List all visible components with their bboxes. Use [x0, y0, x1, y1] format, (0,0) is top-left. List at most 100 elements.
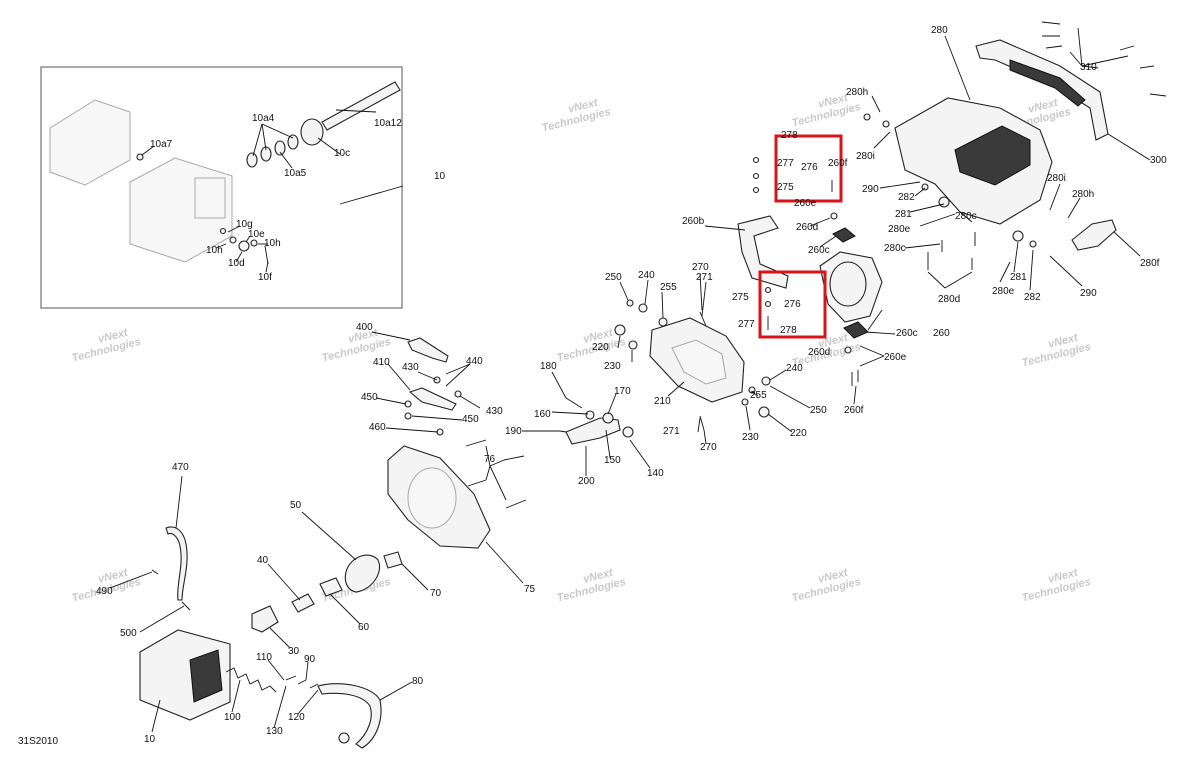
- callout-label: 50: [290, 500, 302, 511]
- screws-280c: [927, 232, 976, 270]
- washer-282: [1029, 240, 1037, 248]
- washer-240: [638, 303, 648, 313]
- callout-label: 30: [288, 646, 300, 657]
- callout-label: 10e: [248, 229, 265, 240]
- screw-280h: [882, 120, 890, 128]
- callout-label: 255: [750, 390, 767, 401]
- callout-label: 255: [660, 282, 677, 293]
- callout-label: 271: [696, 272, 713, 283]
- washer-275: [752, 186, 760, 194]
- callout-label: 280h: [846, 87, 868, 98]
- washer-10h: [229, 236, 237, 244]
- housing-75-assembly: [387, 439, 527, 549]
- ring-70: [383, 551, 403, 569]
- callout-label: 270: [700, 442, 717, 453]
- washer-260d: [844, 346, 852, 354]
- callout-label: 260c: [896, 328, 918, 339]
- callout-label: 90: [304, 654, 316, 665]
- callout-label: 120: [288, 712, 305, 723]
- housing-260-bore: [829, 261, 867, 307]
- callout-label: 200: [578, 476, 595, 487]
- callout-label: 280c: [884, 243, 906, 254]
- callout-label: 460: [369, 422, 386, 433]
- o-ring-10a5: [246, 152, 258, 168]
- callout-label: 490: [96, 586, 113, 597]
- lever-150: [565, 417, 621, 445]
- bolts-76: [465, 439, 527, 509]
- callout-label: 280i: [856, 151, 875, 162]
- callout-label: 10g: [236, 219, 253, 230]
- washer-275: [764, 286, 772, 294]
- callout-label: 280c: [955, 211, 977, 222]
- cable-470: [165, 526, 188, 601]
- inset-cover: [194, 177, 226, 219]
- callout-label: 280: [931, 25, 948, 36]
- callout-label: 10: [434, 171, 446, 182]
- callout-label: 280h: [1072, 189, 1094, 200]
- callout-label: 280d: [938, 294, 960, 305]
- o-ring-10a7: [136, 153, 144, 161]
- clamp-120: [338, 732, 350, 744]
- pin-10g: [219, 227, 227, 235]
- o-ring-10a4: [274, 140, 286, 156]
- fastener-detail: [752, 156, 833, 330]
- callout-label: 278: [780, 325, 797, 336]
- callout-label: 260f: [828, 158, 848, 169]
- washer-255: [658, 317, 668, 327]
- callout-label: 76: [484, 454, 496, 465]
- callout-label: 278: [781, 130, 798, 141]
- highlight-box-lower: [758, 270, 827, 339]
- screw-280h: [863, 113, 871, 121]
- callout-label: 270: [692, 262, 709, 273]
- handle-300: [975, 39, 1109, 141]
- callout-label: 10h: [264, 238, 281, 249]
- callout-label: 400: [356, 322, 373, 333]
- callout-label: 430: [402, 362, 419, 373]
- callout-label: 10d: [228, 258, 245, 269]
- ring-60: [319, 577, 343, 597]
- bracket-260b: [737, 215, 789, 289]
- washer-255: [748, 386, 756, 394]
- highlight-box-upper: [774, 134, 843, 203]
- callout-label: 275: [732, 292, 749, 303]
- bushing-30: [251, 605, 279, 633]
- washer-260d: [830, 212, 838, 220]
- housing-10-cover: [189, 649, 223, 703]
- callout-label: 10a7: [150, 139, 173, 150]
- callout-label: 10c: [334, 148, 350, 159]
- callout-label: 280f: [1140, 258, 1160, 269]
- cover-280-rib: [954, 125, 1031, 186]
- bushing-220: [758, 406, 770, 418]
- callout-label: 282: [1024, 292, 1041, 303]
- clips-490-500: [151, 569, 191, 611]
- callout-label: 240: [786, 363, 803, 374]
- callout-label: 10a5: [284, 168, 307, 179]
- inset-housing-back: [49, 99, 131, 186]
- cover-assembly: [863, 21, 1167, 270]
- o-ring-10a4: [287, 134, 299, 150]
- inset-detail-box: [40, 66, 403, 309]
- frame-210-inner: [671, 339, 727, 385]
- spring-100: [225, 667, 277, 693]
- callout-label: 250: [605, 272, 622, 283]
- callout-label: 450: [361, 392, 378, 403]
- callout-label: 260e: [884, 352, 907, 363]
- screws-310: [1041, 21, 1167, 97]
- diagram-code: 31S2010: [18, 736, 58, 747]
- callout-label: 160: [534, 409, 551, 420]
- callout-label: 260: [933, 328, 950, 339]
- callout-label: 240: [638, 270, 655, 281]
- callout-label: 130: [266, 726, 283, 737]
- washer-282: [921, 183, 929, 191]
- bolts-180-190-200: [559, 397, 587, 456]
- callout-label: 40: [257, 555, 269, 566]
- callout-label: 10a12: [374, 118, 402, 129]
- washer-450: [404, 412, 412, 420]
- callout-label: 290: [862, 184, 879, 195]
- callout-label: 410: [373, 357, 390, 368]
- washer-276: [764, 300, 772, 308]
- leader-lines: [109, 27, 1151, 733]
- bolts-270: [699, 311, 707, 431]
- lower-left-assembly: [139, 526, 403, 749]
